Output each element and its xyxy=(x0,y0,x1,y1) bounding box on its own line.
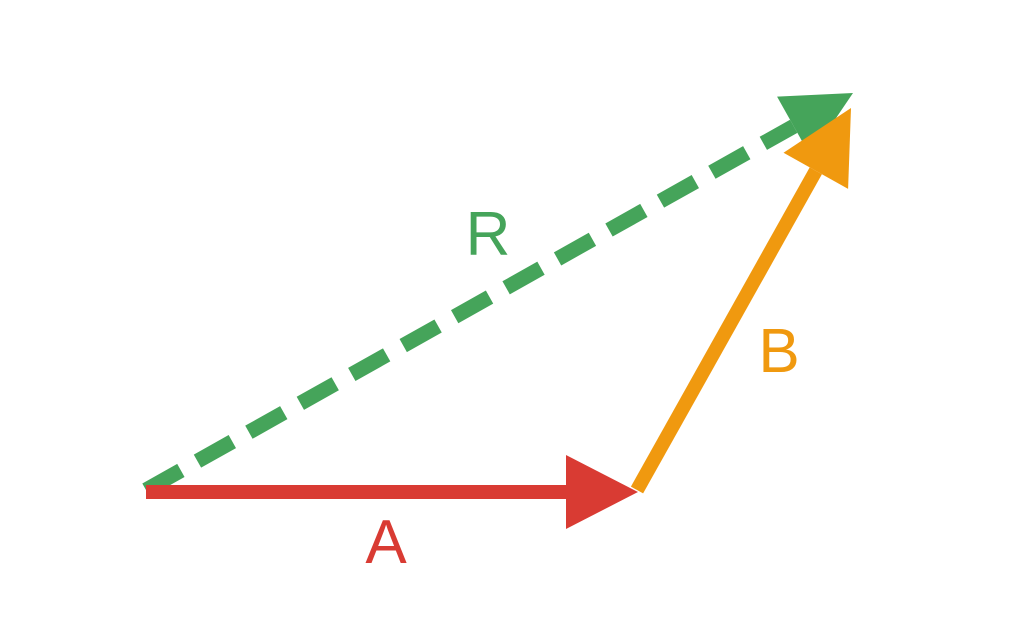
vector-R-arrowhead xyxy=(777,93,853,156)
vector-B xyxy=(630,108,851,494)
vector-b-label: B xyxy=(758,317,800,386)
vector-R xyxy=(142,93,853,497)
vector-B-shaft xyxy=(630,167,822,494)
vector-A xyxy=(146,455,638,529)
vector-R-shaft xyxy=(142,119,798,497)
vector-A-arrowhead xyxy=(566,455,638,529)
vector-a-label: A xyxy=(365,508,407,577)
vector-B-arrowhead xyxy=(783,108,851,189)
vector-r-label: R xyxy=(465,200,511,269)
